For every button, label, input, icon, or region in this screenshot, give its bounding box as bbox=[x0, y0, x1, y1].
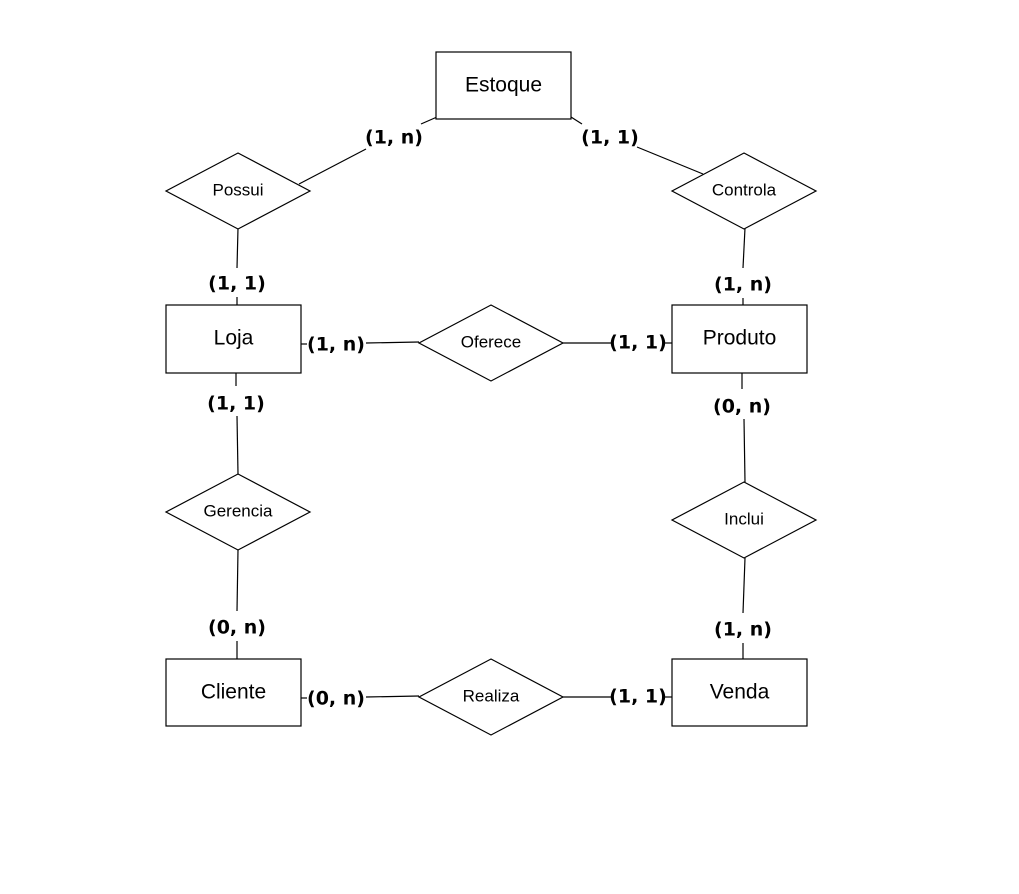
edge-estoque-possui-a bbox=[420, 116, 438, 125]
entity-loja[interactable]: Loja bbox=[165, 304, 302, 374]
entity-loja-label: Loja bbox=[214, 327, 254, 350]
edges bbox=[235, 116, 746, 699]
edge-loja-gerencia-b bbox=[236, 415, 239, 475]
relationship-possui-label: Possui bbox=[212, 180, 263, 199]
edge-cliente-realiza-b bbox=[365, 695, 420, 698]
cardinality-venda-realiza: (1, 1) bbox=[609, 686, 667, 708]
entity-venda[interactable]: Venda bbox=[671, 658, 808, 727]
edge-possui-loja-a bbox=[236, 227, 239, 269]
entity-venda-label: Venda bbox=[710, 681, 770, 704]
relationship-possui-diamond bbox=[164, 152, 312, 230]
edge-inclui-venda-a bbox=[742, 557, 746, 614]
edge-controla-produto-a bbox=[742, 227, 746, 269]
cardinality-labels: (1, n) (1, 1) (1, 1) (1, n) (1, n) (1, 1… bbox=[207, 127, 772, 710]
edge-estoque-controla-a bbox=[570, 116, 583, 125]
cardinality-estoque-controla: (1, 1) bbox=[581, 127, 639, 149]
entity-cliente-box bbox=[165, 658, 302, 727]
edge-produto-inclui-b bbox=[743, 418, 746, 483]
edge-estoque-possui-b bbox=[298, 148, 367, 185]
entity-estoque-label: Estoque bbox=[465, 74, 542, 97]
relationship-gerencia-label: Gerencia bbox=[204, 501, 274, 520]
entity-loja-box bbox=[165, 304, 302, 374]
edge-gerencia-cliente-a bbox=[236, 549, 239, 612]
cardinality-loja-possui: (1, 1) bbox=[208, 273, 266, 295]
relationship-gerencia[interactable]: Gerencia bbox=[164, 473, 312, 551]
relationship-oferece-diamond bbox=[417, 304, 565, 382]
cardinality-loja-oferece: (1, n) bbox=[307, 334, 365, 356]
relationship-oferece[interactable]: Oferece bbox=[417, 304, 565, 382]
relationship-inclui-label: Inclui bbox=[724, 509, 764, 528]
relationship-gerencia-diamond bbox=[164, 473, 312, 551]
entity-cliente[interactable]: Cliente bbox=[165, 658, 302, 727]
relationship-controla[interactable]: Controla bbox=[670, 152, 818, 230]
relationship-realiza-label: Realiza bbox=[463, 686, 520, 705]
relationship-controla-diamond bbox=[670, 152, 818, 230]
entity-produto-box bbox=[671, 304, 808, 374]
entity-cliente-label: Cliente bbox=[201, 681, 266, 704]
cardinality-venda-inclui: (1, n) bbox=[714, 619, 772, 641]
cardinality-produto-controla: (1, n) bbox=[714, 274, 772, 296]
entity-venda-box bbox=[671, 658, 808, 727]
entity-estoque[interactable]: Estoque bbox=[435, 51, 572, 120]
cardinality-loja-gerencia: (1, 1) bbox=[207, 393, 265, 415]
relationship-realiza[interactable]: Realiza bbox=[417, 658, 565, 736]
cardinality-cliente-gerencia: (0, n) bbox=[208, 617, 266, 639]
relationship-inclui[interactable]: Inclui bbox=[670, 481, 818, 559]
entity-estoque-box bbox=[435, 51, 572, 120]
entity-produto-label: Produto bbox=[703, 327, 777, 350]
cardinality-estoque-possui: (1, n) bbox=[365, 127, 423, 149]
relationship-inclui-diamond bbox=[670, 481, 818, 559]
relationship-realiza-diamond bbox=[417, 658, 565, 736]
entity-produto[interactable]: Produto bbox=[671, 304, 808, 374]
cardinality-cliente-realiza: (0, n) bbox=[307, 688, 365, 710]
cardinality-produto-oferece: (1, 1) bbox=[609, 332, 667, 354]
edge-loja-oferece-b bbox=[365, 341, 420, 344]
cardinality-produto-inclui: (0, n) bbox=[713, 396, 771, 418]
edge-estoque-controla-b bbox=[636, 146, 704, 175]
relationship-controla-label: Controla bbox=[712, 180, 777, 199]
relationship-oferece-label: Oferece bbox=[461, 332, 521, 351]
relationship-possui[interactable]: Possui bbox=[164, 152, 312, 230]
